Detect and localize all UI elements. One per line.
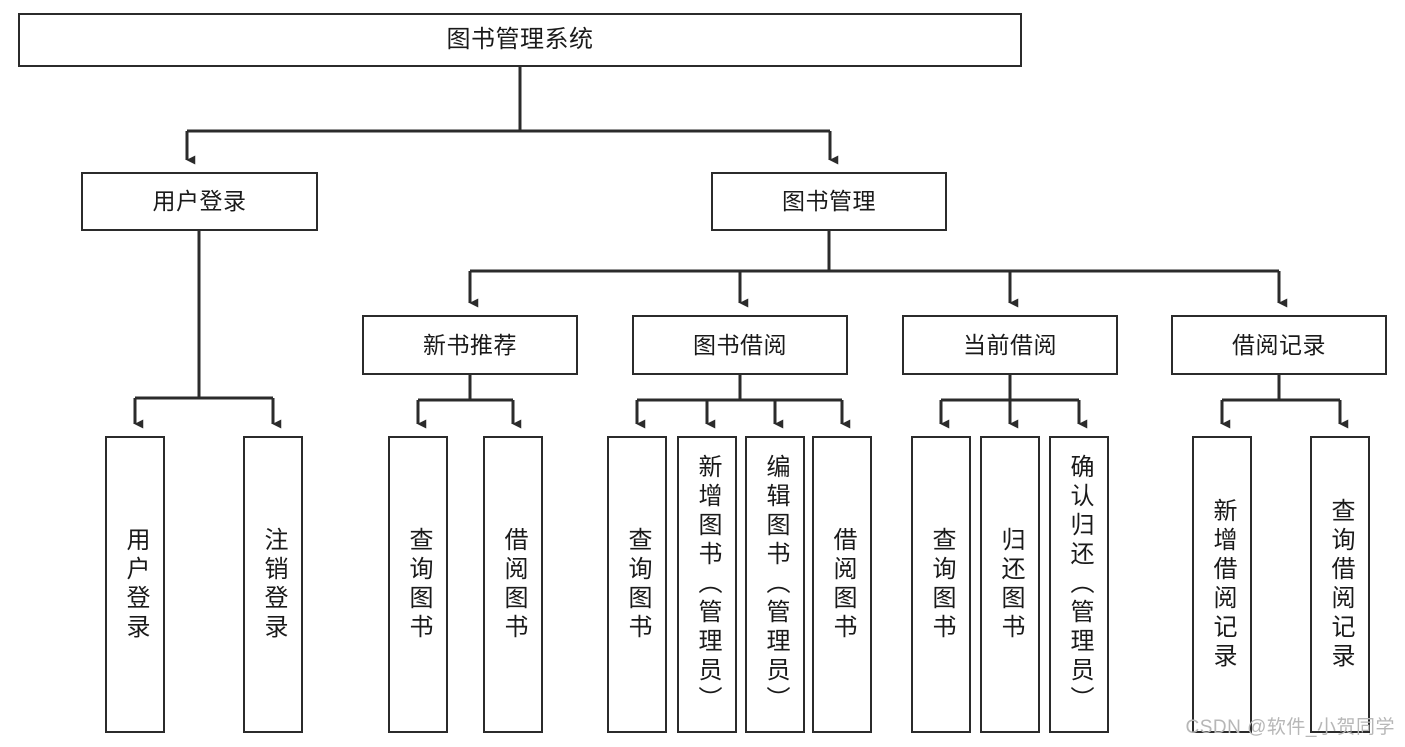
node-label: 用户登录: [122, 526, 149, 643]
node-label: 新增图书（管理员）: [694, 454, 721, 715]
node-user-login[interactable]: 用户登录: [81, 172, 318, 231]
leaf-current-return-book[interactable]: 归还图书: [980, 436, 1040, 733]
leaf-borrow-borrow-book[interactable]: 借阅图书: [812, 436, 872, 733]
node-root-system[interactable]: 图书管理系统: [18, 13, 1022, 67]
leaf-record-query[interactable]: 查询借阅记录: [1310, 436, 1370, 733]
node-label: 查询图书: [624, 526, 651, 643]
node-borrow-record[interactable]: 借阅记录: [1171, 315, 1387, 375]
node-new-book-recommend[interactable]: 新书推荐: [362, 315, 578, 375]
node-book-management[interactable]: 图书管理: [711, 172, 947, 231]
node-label: 借阅记录: [1232, 331, 1326, 358]
leaf-borrow-query-book[interactable]: 查询图书: [607, 436, 667, 733]
leaf-user-login-login[interactable]: 用户登录: [105, 436, 165, 733]
node-label: 查询图书: [928, 526, 955, 643]
leaf-user-login-logout[interactable]: 注销登录: [243, 436, 303, 733]
leaf-new-book-query[interactable]: 查询图书: [388, 436, 448, 733]
leaf-current-confirm-return[interactable]: 确认归还（管理员）: [1049, 436, 1109, 733]
node-label: 归还图书: [997, 526, 1024, 643]
node-book-borrow[interactable]: 图书借阅: [632, 315, 848, 375]
leaf-current-query-book[interactable]: 查询图书: [911, 436, 971, 733]
node-label: 查询图书: [405, 526, 432, 643]
leaf-record-add[interactable]: 新增借阅记录: [1192, 436, 1252, 733]
node-label: 用户登录: [152, 188, 247, 215]
node-label: 借阅图书: [500, 526, 527, 643]
node-label: 借阅图书: [829, 526, 856, 643]
node-label: 图书借阅: [693, 331, 787, 358]
node-current-borrow[interactable]: 当前借阅: [902, 315, 1118, 375]
node-label: 确认归还（管理员）: [1066, 454, 1093, 715]
node-label: 新增借阅记录: [1209, 497, 1236, 672]
node-label: 新书推荐: [423, 331, 517, 358]
node-label: 图书管理: [782, 188, 876, 215]
node-label: 查询借阅记录: [1327, 497, 1354, 672]
leaf-new-book-borrow[interactable]: 借阅图书: [483, 436, 543, 733]
node-label: 图书管理系统: [446, 26, 594, 54]
watermark: CSDN @软件_小贺同学: [1185, 717, 1395, 738]
leaf-borrow-edit-book[interactable]: 编辑图书（管理员）: [745, 436, 805, 733]
node-label: 当前借阅: [963, 331, 1057, 358]
node-label: 注销登录: [260, 526, 287, 643]
node-label: 编辑图书（管理员）: [762, 454, 789, 715]
leaf-borrow-add-book[interactable]: 新增图书（管理员）: [677, 436, 737, 733]
